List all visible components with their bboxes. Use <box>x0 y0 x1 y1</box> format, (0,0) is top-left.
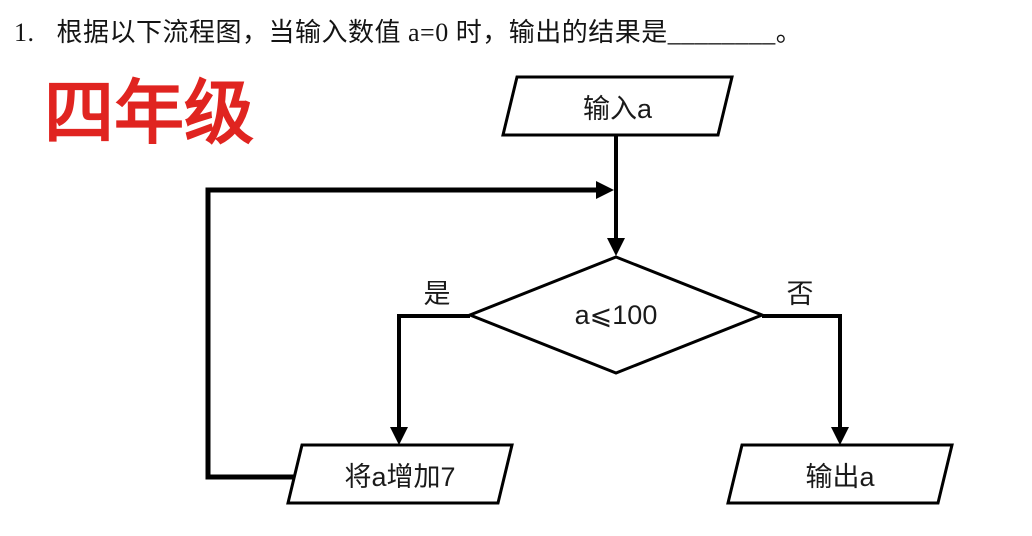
output-node-shape <box>726 443 954 505</box>
question-text: 根据以下流程图，当输入数值 a=0 时，输出的结果是________。 <box>56 18 803 47</box>
decision-diamond-shape <box>465 255 767 375</box>
arrowhead-into-output <box>831 427 849 445</box>
edge-decision-to-add-yes <box>397 314 470 428</box>
arrowhead-into-add <box>390 427 408 445</box>
edge-decision-to-output-no <box>762 314 842 428</box>
add-node-shape <box>286 443 514 505</box>
question-line: 1. 根据以下流程图，当输入数值 a=0 时，输出的结果是________。 <box>14 12 802 49</box>
input-node-shape <box>501 75 734 137</box>
edge-loop-add-back-to-main <box>205 187 597 480</box>
question-number: 1. <box>14 18 35 47</box>
arrowhead-into-decision <box>607 238 625 256</box>
arrowhead-loop-junction <box>596 181 614 199</box>
grade-watermark-label: 四年级 <box>44 74 254 152</box>
